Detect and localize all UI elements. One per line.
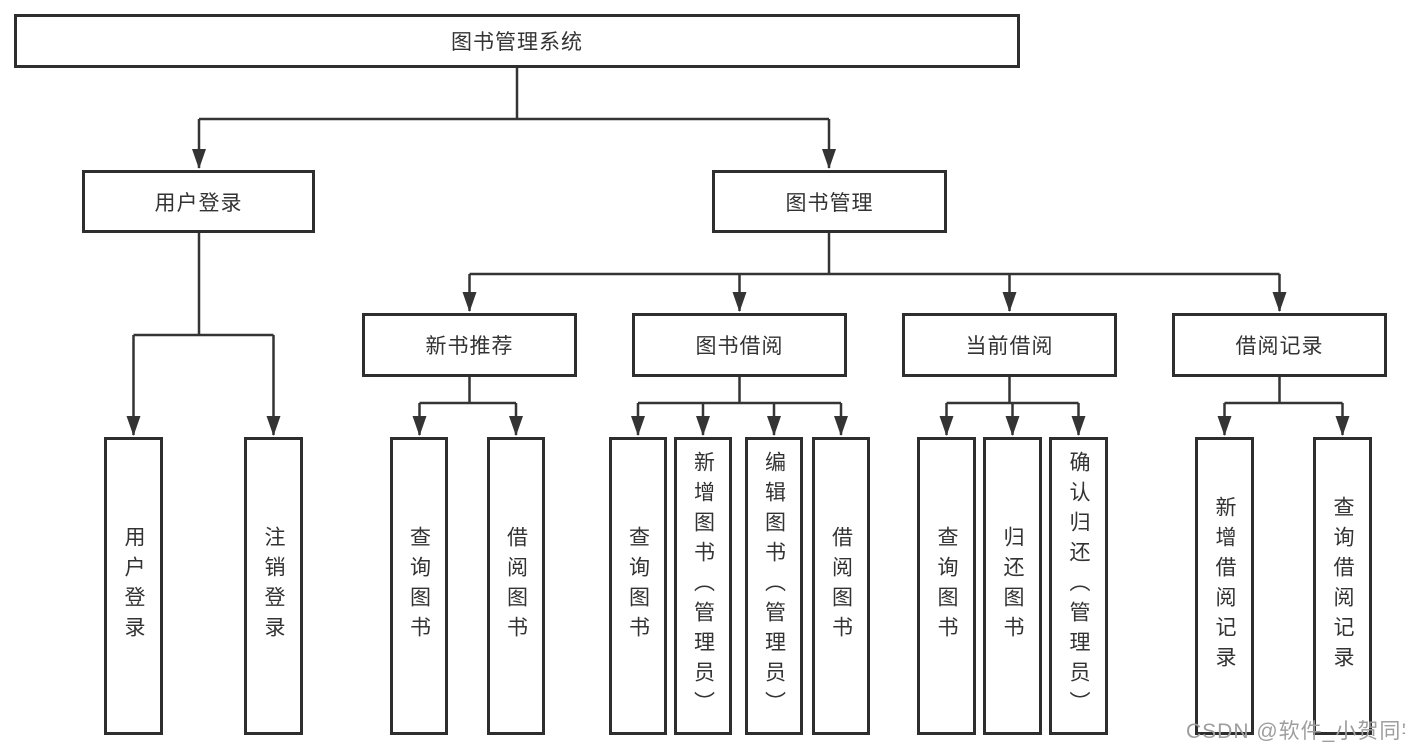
leaf-query-borrow-record: 查询借阅记录 <box>1313 437 1372 735</box>
leaf-add-books-admin-label: 新增图书（管理员） <box>691 451 715 721</box>
leaf-query-books-current-label: 查询图书 <box>935 526 958 646</box>
leaf-logout-label: 注销登录 <box>262 526 285 646</box>
leaf-query-books-current: 查询图书 <box>917 437 976 735</box>
leaf-query-books-recommend-label: 查询图书 <box>407 526 431 646</box>
leaf-logout: 注销登录 <box>244 437 303 735</box>
leaf-user-login-label: 用户登录 <box>122 526 145 646</box>
node-user-login: 用户登录 <box>82 170 315 233</box>
leaf-user-login: 用户登录 <box>104 437 163 735</box>
leaf-edit-books-admin: 编辑图书（管理员） <box>745 437 803 735</box>
leaf-add-books-admin: 新增图书（管理员） <box>674 437 732 735</box>
leaf-add-borrow-record-label: 新增借阅记录 <box>1213 496 1236 676</box>
node-book-borrow: 图书借阅 <box>632 313 847 377</box>
watermark: CSDN @软件_小贺同学 <box>1186 720 1405 743</box>
leaf-query-books-borrow: 查询图书 <box>609 437 667 735</box>
leaf-query-books-borrow-label: 查询图书 <box>626 526 650 646</box>
leaf-borrow-books-label: 借阅图书 <box>829 526 853 646</box>
node-current-borrow: 当前借阅 <box>902 313 1117 377</box>
leaf-query-books-recommend: 查询图书 <box>390 437 448 735</box>
leaf-confirm-return-admin-label: 确认归还（管理员） <box>1067 451 1090 721</box>
leaf-query-borrow-record-label: 查询借阅记录 <box>1331 496 1354 676</box>
node-borrow-records: 借阅记录 <box>1172 313 1387 377</box>
leaf-borrow-books-recommend-label: 借阅图书 <box>504 526 528 646</box>
node-book-management: 图书管理 <box>712 170 947 233</box>
node-new-book-recommend: 新书推荐 <box>362 313 577 377</box>
node-root: 图书管理系统 <box>14 14 1020 68</box>
leaf-return-books: 归还图书 <box>983 437 1042 735</box>
leaf-edit-books-admin-label: 编辑图书（管理员） <box>762 451 786 721</box>
leaf-return-books-label: 归还图书 <box>1001 526 1024 646</box>
leaf-confirm-return-admin: 确认归还（管理员） <box>1049 437 1108 735</box>
leaf-add-borrow-record: 新增借阅记录 <box>1195 437 1254 735</box>
leaf-borrow-books: 借阅图书 <box>812 437 870 735</box>
leaf-borrow-books-recommend: 借阅图书 <box>487 437 545 735</box>
